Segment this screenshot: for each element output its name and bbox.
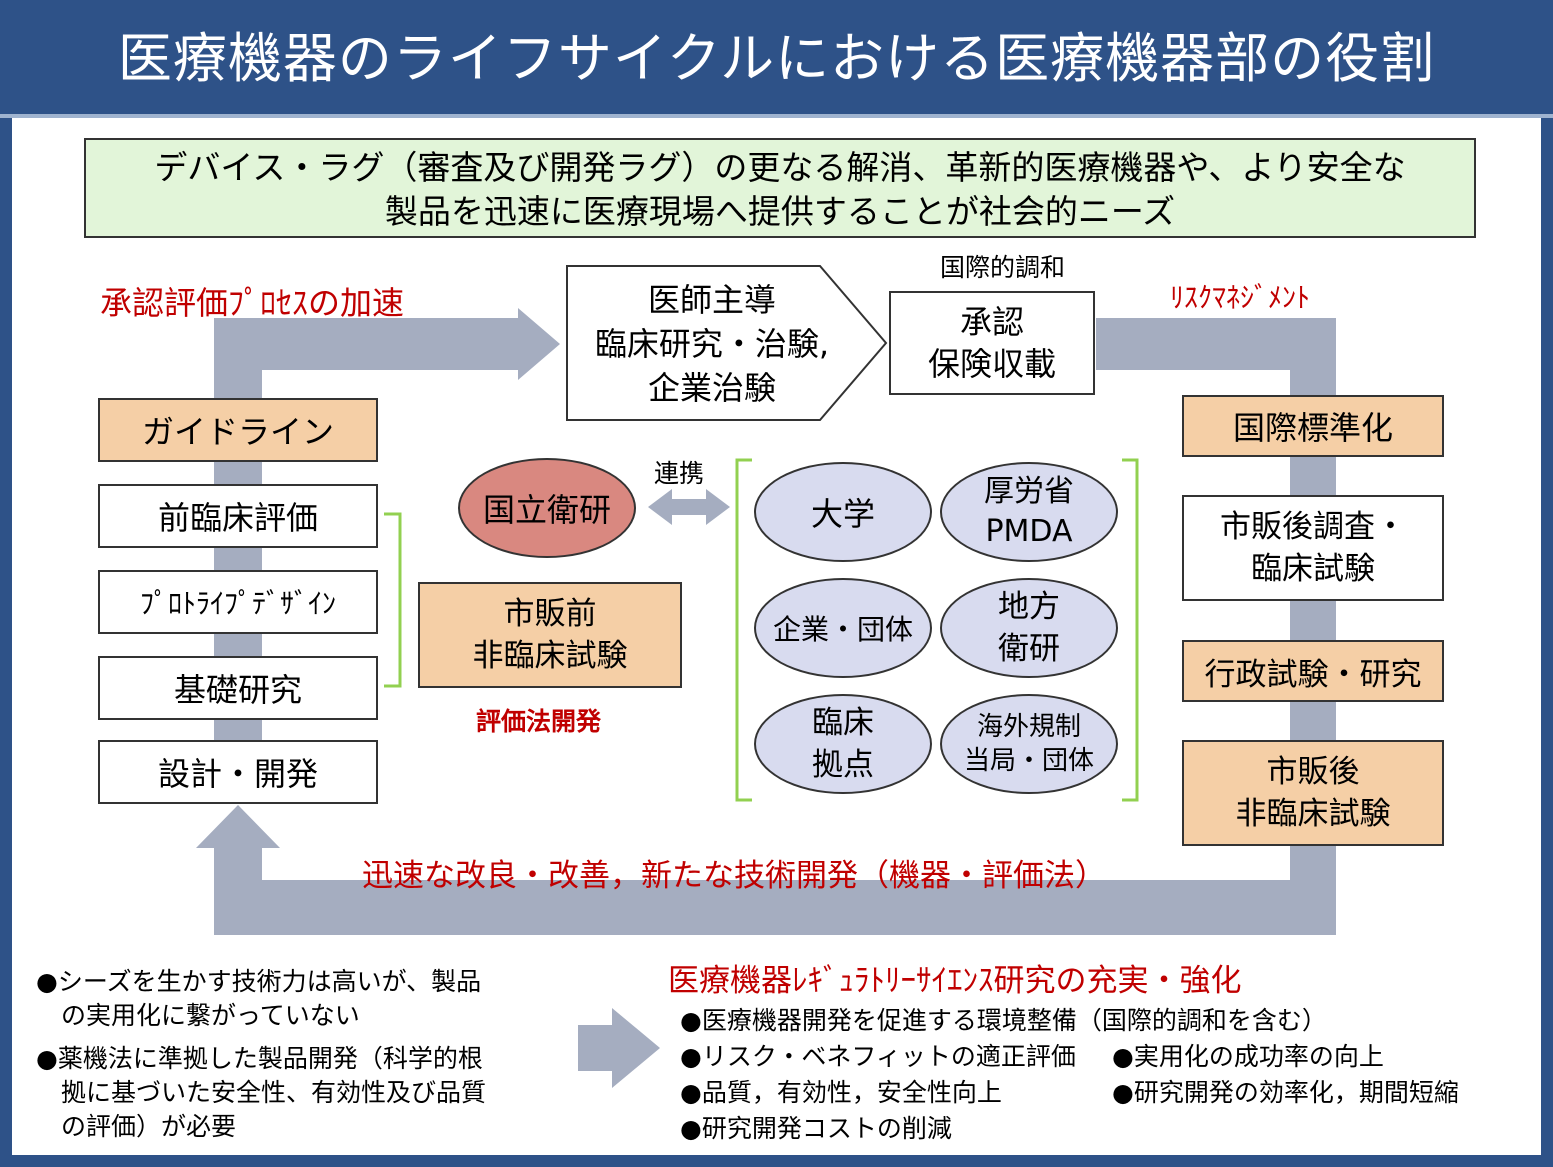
postmarket-survey-box: 市販後調査・ 臨床試験 <box>1182 495 1444 601</box>
clinical-trial-box: 医師主導 臨床研究・治験, 企業治験 <box>594 281 830 407</box>
renkei-double-arrow <box>648 489 730 525</box>
industry-ellipse: 企業・団体 <box>754 578 932 678</box>
eval-method-label: 評価法開発 <box>476 707 602 736</box>
partners-bracket-left <box>735 458 752 802</box>
social-needs-box: デバイス・ラグ（審査及び開発ラグ）の更なる解消、革新的医療機器や、より安全な 製… <box>84 138 1476 238</box>
renkei-label: 連携 <box>654 459 705 488</box>
partners-bracket-right <box>1122 458 1139 802</box>
bottom-right-arrow <box>578 1008 660 1088</box>
science-heading: 医療機器ﾚｷﾞｭﾗﾄﾘｰｻｲｴﾝｽ研究の充実・強化 <box>668 963 1242 999</box>
nihs-ellipse: 国立衛研 <box>458 458 636 558</box>
admin-test-box: 行政試験・研究 <box>1182 640 1444 702</box>
goal-item-col1-2: ●品質，有効性，安全性向上 <box>680 1078 1002 1107</box>
bottom-loop-arrow <box>196 805 1336 935</box>
approval-box: 承認 保険収載 <box>889 291 1095 395</box>
goal-item-col1-1: ●リスク・ベネフィットの適正評価 <box>680 1042 1076 1071</box>
issue-item-1: ●シーズを生かす技術力は高いが、製品 の実用化に繋がっていない <box>36 967 482 1030</box>
mhlw-pmda-ellipse: 厚労省 PMDA <box>940 462 1118 562</box>
page-title: 医療機器のライフサイクルにおける医療機器部の役割 <box>0 0 1553 118</box>
overseas-regulator-ellipse: 海外規制 当局・団体 <box>940 694 1118 794</box>
prototype-design-box: ﾌﾟﾛﾄﾗｲﾌﾟﾃﾞｻﾞｲﾝ <box>98 570 378 634</box>
clinical-hub-ellipse: 臨床 拠点 <box>754 694 932 794</box>
guideline-box: ガイドライン <box>98 398 378 462</box>
accelerate-label: 承認評価ﾌﾟﾛｾｽの加速 <box>100 284 405 322</box>
postmarket-nonclinical-box: 市販後 非臨床試験 <box>1182 740 1444 846</box>
clinical-arrow-shape <box>566 265 888 421</box>
risk-mgmt-label: ﾘｽｸﾏﾈｼﾞﾒﾝﾄ <box>1170 281 1311 314</box>
local-institute-ellipse: 地方 衛研 <box>940 578 1118 678</box>
lifecycle-loop-arrow <box>214 308 560 428</box>
improvement-label: 迅速な改良・改善，新たな技術開発（機器・評価法） <box>362 858 1106 894</box>
design-development-box: 設計・開発 <box>98 740 378 804</box>
intl-standard-box: 国際標準化 <box>1182 395 1444 457</box>
goal-item-col2-2: ●研究開発の効率化，期間短縮 <box>1112 1078 1459 1107</box>
university-ellipse: 大学 <box>754 462 932 562</box>
intl-harmony-label: 国際的調和 <box>940 253 1066 282</box>
goal-item-col1-3: ●研究開発コストの削減 <box>680 1114 952 1143</box>
premarket-nonclinical-box: 市販前 非臨床試験 <box>418 582 682 688</box>
goal-item-full: ●医療機器開発を促進する環境整備（国際的調和を含む） <box>680 1006 1327 1035</box>
issue-item-2: ●薬機法に準拠した製品開発（科学的根 拠に基づいた安全性、有効性及び品質 の評価… <box>36 1044 487 1141</box>
preclinical-box: 前臨床評価 <box>98 484 378 548</box>
left-bracket <box>384 512 402 688</box>
goal-item-col2-1: ●実用化の成功率の向上 <box>1112 1042 1384 1071</box>
right-loop-band <box>1096 318 1336 930</box>
basic-research-box: 基礎研究 <box>98 656 378 720</box>
